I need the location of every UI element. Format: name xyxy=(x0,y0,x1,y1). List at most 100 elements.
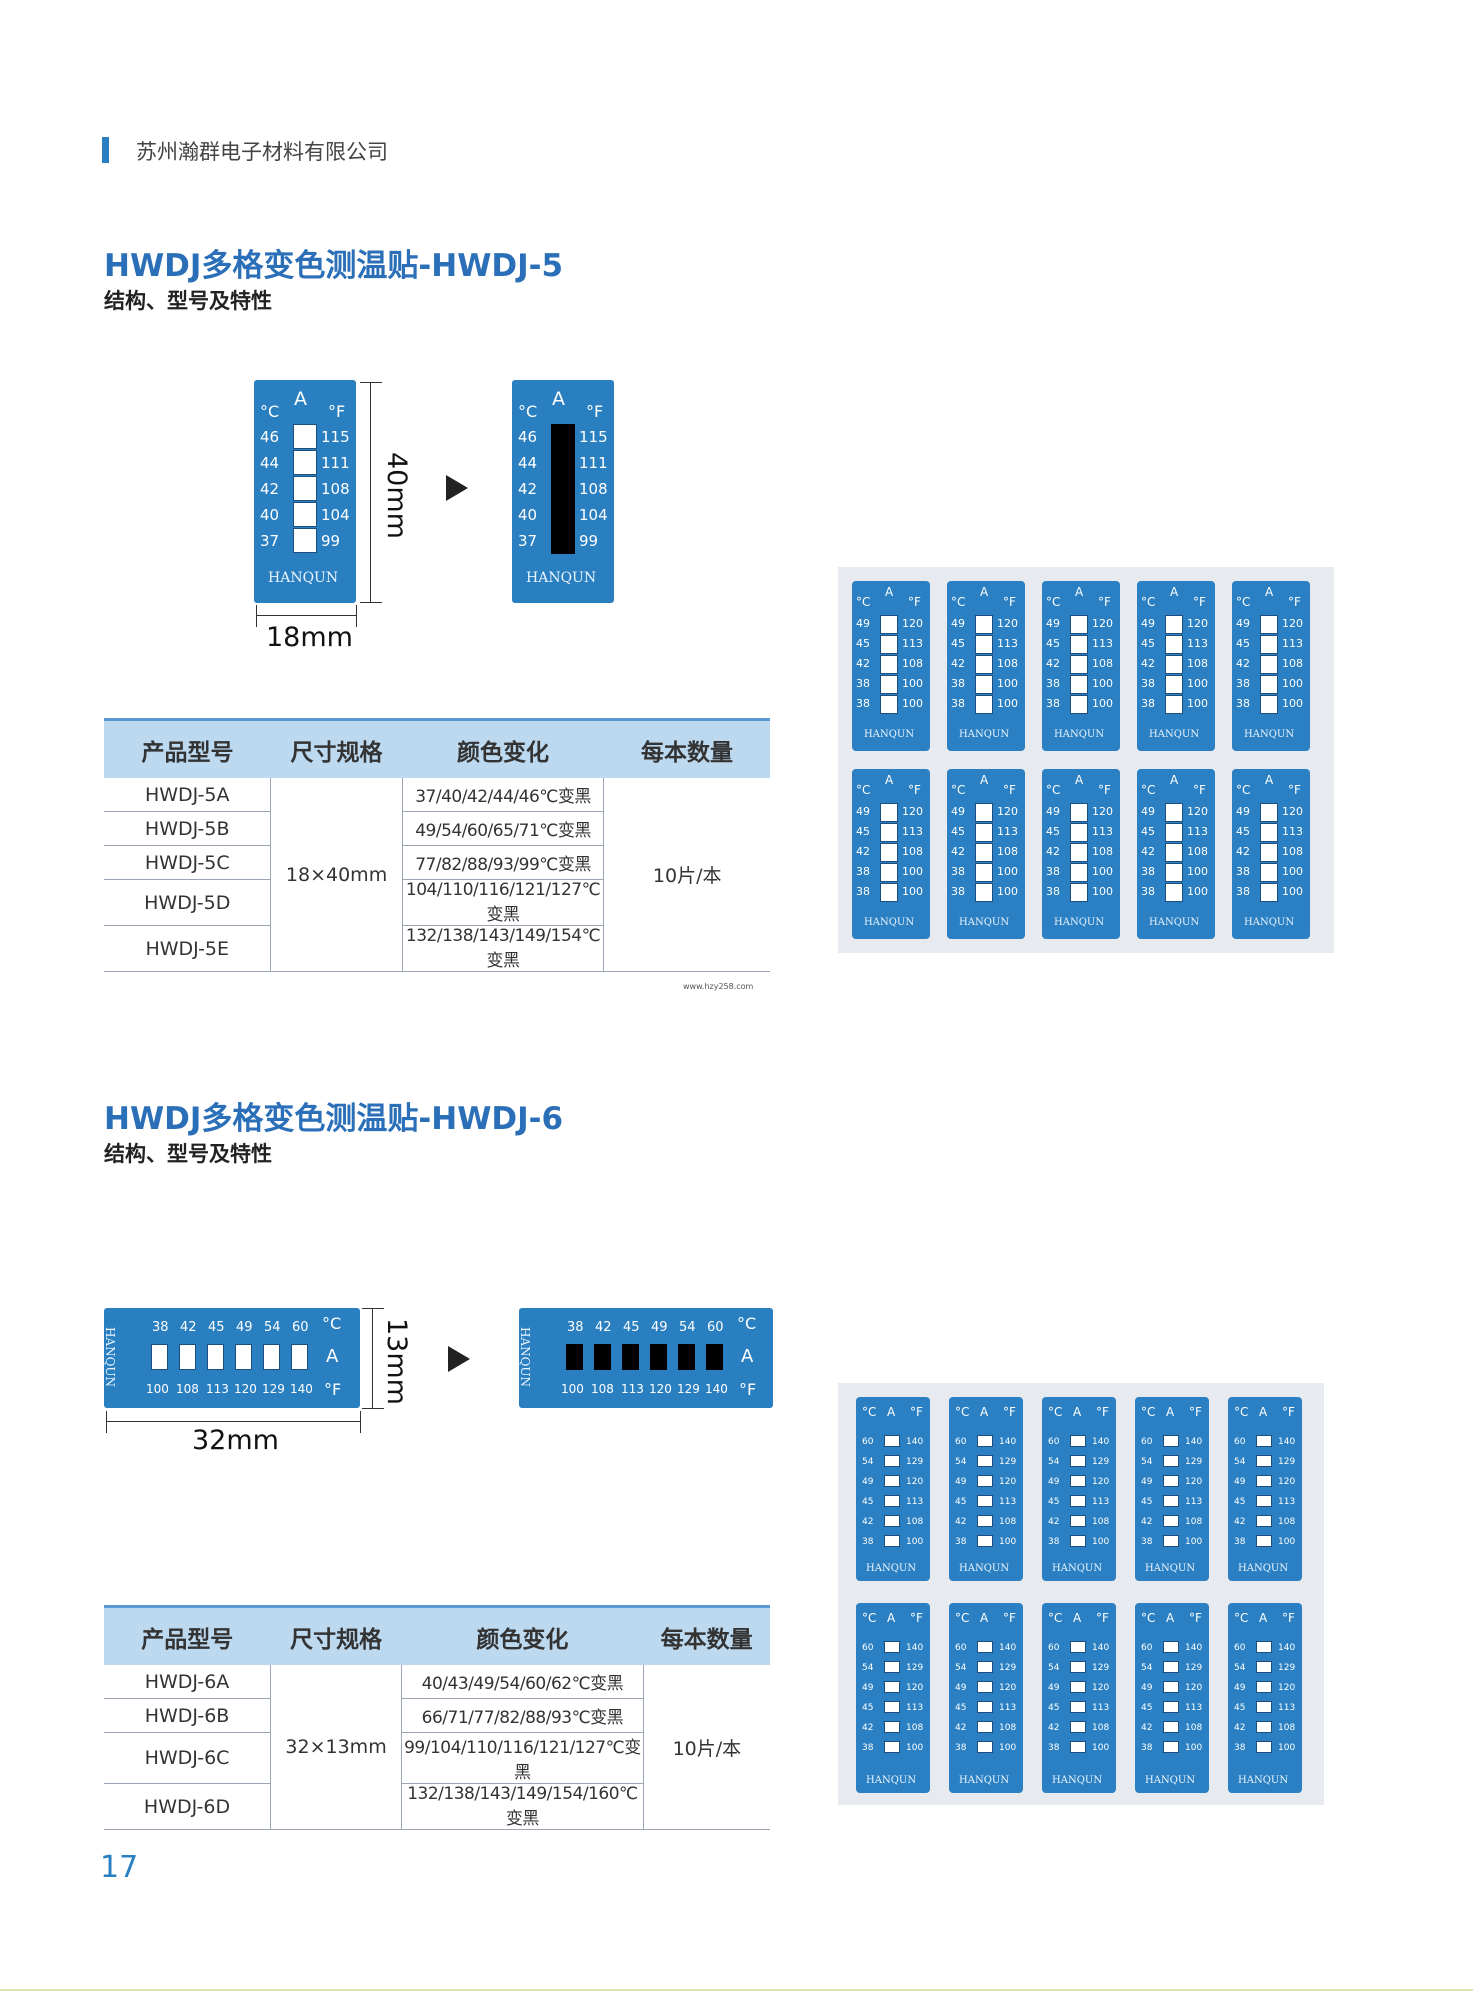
fahrenheit-value: 100 xyxy=(902,697,923,710)
celsius-value: 38 xyxy=(856,697,870,710)
indicator-cell xyxy=(293,450,317,475)
indicator-cell xyxy=(977,1721,993,1733)
indicator-cell xyxy=(1256,1455,1272,1467)
celsius-unit: °C xyxy=(1236,783,1251,797)
fahrenheit-value: 120 xyxy=(1185,1683,1203,1693)
fahrenheit-value: 100 xyxy=(1187,865,1208,878)
fahrenheit-value: 100 xyxy=(999,1537,1017,1547)
fahrenheit-value: 113 xyxy=(997,825,1018,838)
label-letter: A xyxy=(1259,1611,1268,1625)
fahrenheit-value: 120 xyxy=(999,1683,1017,1693)
celsius-unit: °C xyxy=(856,783,871,797)
dimension-tick xyxy=(360,382,382,383)
celsius-value: 38 xyxy=(1141,1537,1153,1547)
fahrenheit-unit: °F xyxy=(1288,595,1301,609)
fahrenheit-value: 113 xyxy=(1092,1497,1110,1507)
fahrenheit-value: 108 xyxy=(1092,845,1113,858)
celsius-value: 60 xyxy=(1048,1643,1060,1653)
hwdj6-spec-table: 产品型号 尺寸规格 颜色变化 每本数量 HWDJ-6A 32×13mm 40/4… xyxy=(104,1605,770,1830)
indicator-cell xyxy=(1260,635,1278,654)
color-change-cell: 37/40/42/44/46℃变黑 xyxy=(402,778,605,812)
indicator-cell xyxy=(1163,1455,1179,1467)
hanqun-logo: HANQUN xyxy=(103,1326,118,1388)
celsius-value: 42 xyxy=(1141,1517,1153,1527)
indicator-cell xyxy=(1070,675,1088,694)
section6-subtitle: 结构、型号及特性 xyxy=(104,1142,272,1166)
fahrenheit-value: 108 xyxy=(1092,657,1113,670)
indicator-cell xyxy=(880,615,898,634)
col-header-color-change: 颜色变化 xyxy=(401,1605,644,1665)
fahrenheit-value: 108 xyxy=(1185,1723,1203,1733)
celsius-value: 54 xyxy=(955,1663,967,1673)
indicator-cell xyxy=(884,1475,900,1487)
indicator-cell xyxy=(884,1515,900,1527)
fahrenheit-value: 140 xyxy=(1092,1437,1110,1447)
label-letter: A xyxy=(294,388,307,410)
fahrenheit-unit: °F xyxy=(1098,595,1111,609)
blackened-indicator xyxy=(622,1344,639,1370)
celsius-value: 38 xyxy=(862,1743,874,1753)
fahrenheit-value: 113 xyxy=(1187,637,1208,650)
fahrenheit-value: 104 xyxy=(321,506,350,524)
hanqun-logo: HANQUN xyxy=(959,1775,1010,1786)
model-cell: HWDJ-5E xyxy=(104,925,271,972)
color-change-cell: 99/104/110/116/121/127℃变黑 xyxy=(401,1732,644,1784)
indicator-cell xyxy=(1163,1741,1179,1753)
celsius-value: 40 xyxy=(260,506,280,524)
celsius-value: 42 xyxy=(595,1320,612,1335)
fahrenheit-value: 100 xyxy=(902,885,923,898)
dimension-tick xyxy=(360,1411,361,1433)
celsius-value: 54 xyxy=(1141,1663,1153,1673)
fahrenheit-value: 108 xyxy=(176,1382,199,1396)
fahrenheit-value: 108 xyxy=(902,657,923,670)
celsius-value: 38 xyxy=(1141,865,1155,878)
section5-subtitle: 结构、型号及特性 xyxy=(104,289,272,313)
label-letter: A xyxy=(885,773,894,787)
fahrenheit-value: 100 xyxy=(906,1743,924,1753)
indicator-cell xyxy=(1070,655,1088,674)
indicator-cell xyxy=(1070,1495,1086,1507)
fahrenheit-value: 140 xyxy=(1185,1643,1203,1653)
label-letter: A xyxy=(326,1346,339,1367)
fahrenheit-value: 129 xyxy=(999,1663,1017,1673)
celsius-unit: °C xyxy=(1048,1405,1063,1419)
hanqun-logo: HANQUN xyxy=(268,570,339,586)
width-dimension-text: 32mm xyxy=(192,1425,279,1456)
celsius-value: 60 xyxy=(1141,1643,1153,1653)
celsius-value: 49 xyxy=(1046,805,1060,818)
company-name: 苏州瀚群电子材料有限公司 xyxy=(136,140,388,164)
celsius-value: 45 xyxy=(1234,1497,1246,1507)
indicator-cell xyxy=(1260,675,1278,694)
celsius-value: 49 xyxy=(1141,1683,1153,1693)
fahrenheit-value: 120 xyxy=(1187,805,1208,818)
celsius-value: 42 xyxy=(955,1723,967,1733)
fahrenheit-unit: °F xyxy=(908,595,921,609)
celsius-value: 42 xyxy=(856,845,870,858)
hanqun-logo: HANQUN xyxy=(1238,1775,1289,1786)
fahrenheit-value: 100 xyxy=(146,1382,169,1396)
celsius-value: 60 xyxy=(862,1643,874,1653)
celsius-value: 38 xyxy=(1046,865,1060,878)
celsius-value: 60 xyxy=(1234,1643,1246,1653)
indicator-cell xyxy=(884,1701,900,1713)
celsius-value: 42 xyxy=(1236,845,1250,858)
table-row: HWDJ-6D 132/138/143/149/154/160℃变黑 xyxy=(104,1783,770,1830)
fahrenheit-value: 108 xyxy=(579,480,608,498)
fahrenheit-unit: °F xyxy=(739,1380,757,1399)
fahrenheit-value: 140 xyxy=(999,1437,1017,1447)
hanqun-logo: HANQUN xyxy=(1149,729,1200,740)
celsius-value: 45 xyxy=(1141,1497,1153,1507)
table-row: HWDJ-5D 104/110/116/121/127℃变黑 xyxy=(104,879,770,926)
fahrenheit-value: 140 xyxy=(906,1437,924,1447)
hanqun-logo: HANQUN xyxy=(1145,1775,1196,1786)
celsius-unit: °C xyxy=(862,1405,877,1419)
celsius-value: 38 xyxy=(567,1320,584,1335)
celsius-value: 38 xyxy=(955,1537,967,1547)
fahrenheit-value: 129 xyxy=(999,1457,1017,1467)
indicator-cell xyxy=(1163,1681,1179,1693)
